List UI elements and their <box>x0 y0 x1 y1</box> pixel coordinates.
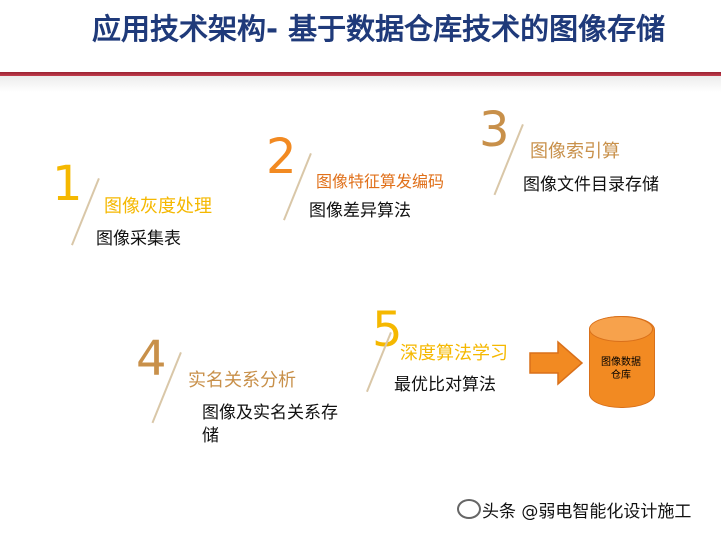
wechat-icon <box>457 499 481 519</box>
step-1-sub: 图像采集表 <box>96 229 181 249</box>
step-5-number: 5 <box>372 302 403 358</box>
database-cylinder-top <box>589 316 653 342</box>
step-3-sub: 图像文件目录存储 <box>523 175 659 195</box>
database-label: 图像数据 仓库 <box>589 356 653 382</box>
step-1-number: 1 <box>52 156 83 212</box>
watermark-text: 头条 @弱电智能化设计施工 <box>482 502 692 522</box>
step-5-title: 深度算法学习 <box>400 343 508 364</box>
step-1-title: 图像灰度处理 <box>104 196 212 217</box>
step-3-title: 图像索引算 <box>530 141 620 162</box>
database-label-line2: 仓库 <box>611 370 631 381</box>
database-label-line1: 图像数据 <box>601 357 641 368</box>
divider-shadow <box>0 76 721 92</box>
step-3-number: 3 <box>479 102 510 158</box>
step-2-number: 2 <box>266 129 297 185</box>
title-divider <box>0 72 721 76</box>
step-4-sub-line1: 图像及实名关系存 <box>202 403 338 423</box>
step-5-sub: 最优比对算法 <box>394 375 496 395</box>
page-title: 应用技术架构- 基于数据仓库技术的图像存储 <box>92 12 666 46</box>
step-4-number: 4 <box>136 331 167 387</box>
step-2-title: 图像特征算发编码 <box>316 172 445 191</box>
step-2-sub: 图像差异算法 <box>309 201 411 221</box>
right-arrow-icon <box>529 340 584 386</box>
step-4-title: 实名关系分析 <box>188 370 296 391</box>
step-4-sub-line2: 储 <box>202 426 219 446</box>
